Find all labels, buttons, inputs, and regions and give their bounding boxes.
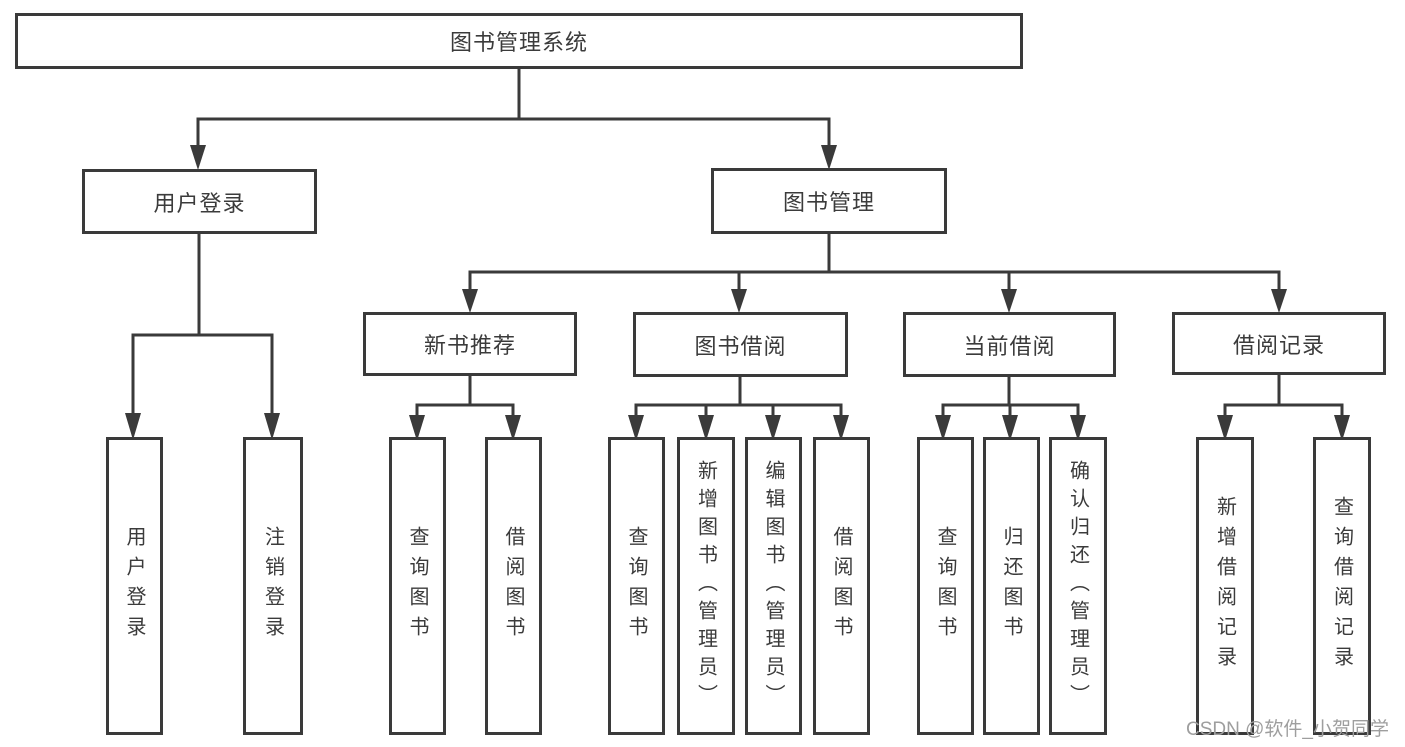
leaf-confirm-return-admin: 确认归还（管理员）	[1049, 437, 1107, 735]
arrowhead-current-borrow	[1001, 289, 1017, 313]
connector-level3-rail	[468, 270, 1281, 290]
arrowhead-leaf-edit-book	[765, 415, 781, 441]
node-book-borrow: 图书借阅	[633, 312, 848, 377]
connector-new-book-rec-rail	[415, 403, 515, 416]
node-borrow-records-label: 借阅记录	[1232, 332, 1325, 358]
node-user-login-label: 用户登录	[153, 190, 246, 216]
node-root: 图书管理系统	[15, 13, 1023, 69]
arrowhead-leaf-add-borrow-record	[1217, 415, 1233, 441]
arrowhead-leaf-logout	[264, 413, 280, 440]
leaf-borrow-book-borrow-label: 借阅图书	[830, 526, 852, 646]
leaf-borrow-book-rec: 借阅图书	[485, 437, 542, 735]
leaf-borrow-book-borrow: 借阅图书	[813, 437, 870, 735]
arrowhead-leaf-borrow-book-borrow	[833, 415, 849, 441]
leaf-edit-book-admin: 编辑图书（管理员）	[745, 437, 802, 735]
arrowhead-borrow-records	[1271, 289, 1287, 313]
connector-user-login-rail	[131, 333, 274, 413]
arrowhead-book-borrow	[731, 289, 747, 313]
node-current-borrow-label: 当前借阅	[963, 333, 1056, 359]
leaf-query-book-current-label: 查询图书	[934, 526, 956, 646]
leaf-user-login-label: 用户登录	[123, 526, 145, 646]
connector-book-borrow-rail	[634, 403, 843, 416]
arrowhead-leaf-user-login	[125, 413, 141, 440]
node-book-mgmt-label: 图书管理	[782, 190, 875, 215]
node-book-borrow-label: 图书借阅	[694, 333, 787, 359]
arrowhead-leaf-query-book-current	[935, 415, 951, 441]
leaf-add-book-admin-label: 新增图书（管理员）	[694, 460, 717, 712]
connector-borrow-records-rail	[1223, 403, 1344, 416]
leaf-borrow-book-rec-label: 借阅图书	[502, 526, 524, 646]
node-new-book-rec-label: 新书推荐	[423, 333, 516, 358]
node-root-label: 图书管理系统	[449, 30, 588, 55]
leaf-add-borrow-record-label: 新增借阅记录	[1213, 496, 1236, 676]
leaf-edit-book-admin-label: 编辑图书（管理员）	[762, 460, 784, 712]
leaf-query-borrow-record-label: 查询借阅记录	[1330, 496, 1353, 676]
arrowhead-leaf-add-book	[698, 415, 714, 441]
node-new-book-rec: 新书推荐	[363, 312, 577, 376]
node-current-borrow: 当前借阅	[903, 312, 1116, 377]
arrowhead-leaf-query-borrow-record	[1334, 415, 1350, 441]
arrowhead-leaf-query-book-borrow	[628, 415, 644, 441]
csdn-watermark: CSDN @软件_小贺同学	[1186, 719, 1389, 740]
arrowhead-new-book-rec	[462, 289, 478, 313]
arrowhead-leaf-query-book-rec	[409, 415, 425, 441]
leaf-query-borrow-record: 查询借阅记录	[1313, 437, 1371, 735]
leaf-logout-label: 注销登录	[261, 526, 284, 646]
leaf-return-book-label: 归还图书	[1000, 526, 1022, 646]
node-book-mgmt: 图书管理	[711, 168, 947, 234]
leaf-query-book-borrow: 查询图书	[608, 437, 665, 735]
leaf-query-book-borrow-label: 查询图书	[625, 526, 647, 646]
leaf-add-book-admin: 新增图书（管理员）	[677, 437, 735, 735]
leaf-query-book-rec-label: 查询图书	[406, 526, 428, 646]
leaf-query-book-rec: 查询图书	[389, 437, 446, 735]
arrowhead-user-login	[190, 145, 206, 170]
arrowhead-leaf-return-book	[1002, 415, 1018, 441]
node-user-login: 用户登录	[82, 169, 317, 234]
leaf-add-borrow-record: 新增借阅记录	[1196, 437, 1254, 735]
arrowhead-book-mgmt	[821, 145, 837, 170]
connector-level2-rail	[196, 117, 831, 146]
leaf-logout: 注销登录	[243, 437, 303, 735]
node-borrow-records: 借阅记录	[1172, 312, 1386, 375]
arrowhead-leaf-borrow-book-rec	[505, 415, 521, 441]
leaf-query-book-current: 查询图书	[917, 437, 974, 735]
leaf-return-book: 归还图书	[983, 437, 1040, 735]
leaf-confirm-return-admin-label: 确认归还（管理员）	[1066, 460, 1089, 712]
leaf-user-login: 用户登录	[106, 437, 163, 735]
arrowhead-leaf-confirm-return	[1070, 415, 1086, 441]
